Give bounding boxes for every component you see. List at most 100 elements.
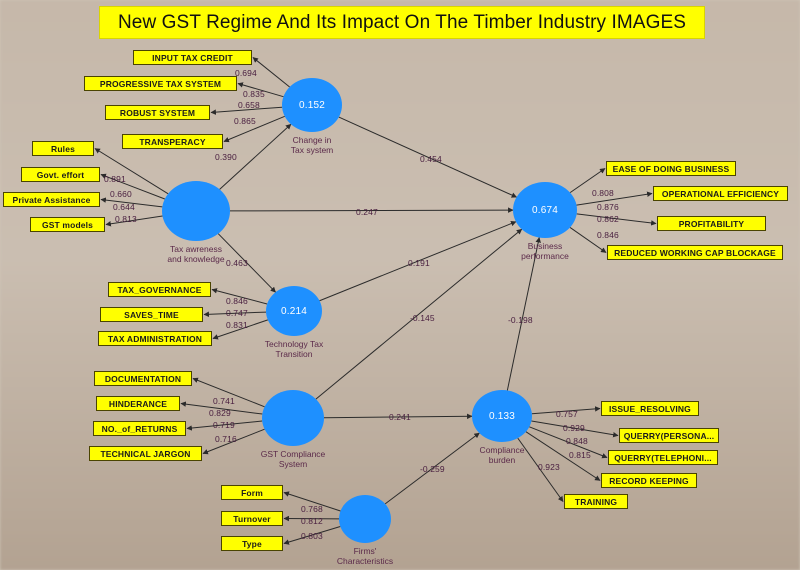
node-ellipse: 0.214 <box>266 286 322 336</box>
structural-edge-gst_compliance-to-compliance_burden <box>323 413 473 420</box>
structural-edge-tax_awareness-to-business_perf <box>229 207 514 213</box>
measurement-edge-business_perf-to-ease_of_doing_business <box>569 168 606 194</box>
structural-edge-tech_tax-to-business_perf <box>319 220 517 302</box>
indicator-type[interactable]: Type <box>221 536 283 551</box>
indicator-gst_models[interactable]: GST models <box>30 217 105 232</box>
measurement-edge-firms_char-to-form <box>283 491 341 512</box>
coefficient-c_0658: 0.658 <box>238 100 260 110</box>
measurement-edge-tax_awareness-to-gst_models <box>105 215 163 227</box>
measurement-edge-change_tax-to-input_tax_credit <box>252 57 290 88</box>
coefficient-c_0694: 0.694 <box>235 68 257 78</box>
measurement-edge-gst_compliance-to-technical_jargon <box>202 428 265 455</box>
coefficient-c_n0198: -0.198 <box>508 315 533 325</box>
coefficient-c_0454: 0.454 <box>420 154 442 164</box>
coefficient-c_0660: 0.660 <box>110 189 132 199</box>
coefficient-c_0808: 0.808 <box>592 188 614 198</box>
indicator-technical_jargon[interactable]: TECHNICAL JARGON <box>89 446 202 461</box>
indicator-form[interactable]: Form <box>221 485 283 500</box>
indicator-input_tax_credit[interactable]: INPUT TAX CREDIT <box>133 50 252 65</box>
measurement-edge-gst_compliance-to-no_of_returns <box>186 420 263 431</box>
measurement-edge-compliance_burden-to-training <box>517 437 564 502</box>
indicator-saves_time[interactable]: SAVES_TIME <box>100 307 203 322</box>
coefficient-c_0815: 0.815 <box>569 450 591 460</box>
indicator-turnover[interactable]: Turnover <box>221 511 283 526</box>
measurement-edge-business_perf-to-profitability <box>576 213 657 226</box>
latent-node-firms_char[interactable]: Firms'Characteristics <box>337 495 393 566</box>
indicator-no_of_returns[interactable]: NO._of_RETURNS <box>93 421 186 436</box>
coefficient-c_0241: 0.241 <box>389 412 411 422</box>
indicator-profitability[interactable]: PROFITABILITY <box>657 216 766 231</box>
node-label: Firms'Characteristics <box>336 546 394 566</box>
coefficient-c_0768: 0.768 <box>301 504 323 514</box>
measurement-edge-gst_compliance-to-documentation <box>192 377 265 408</box>
measurement-edge-tax_awareness-to-govt_effort <box>100 173 166 200</box>
indicator-issue_resolving[interactable]: ISSUE_RESOLVING <box>601 401 699 416</box>
coefficient-c_0803: 0.803 <box>301 531 323 541</box>
indicator-tax_administration[interactable]: TAX ADMINISTRATION <box>98 331 212 346</box>
measurement-edge-compliance_burden-to-issue_resolving <box>531 406 601 415</box>
indicator-robust_system[interactable]: ROBUST SYSTEM <box>105 105 210 120</box>
node-ellipse <box>339 495 391 543</box>
coefficient-c_0835: 0.835 <box>243 89 265 99</box>
measurement-edge-compliance_burden-to-record_keeping <box>525 431 601 481</box>
coefficient-c_0923: 0.923 <box>538 462 560 472</box>
measurement-edge-change_tax-to-transperacy <box>223 115 285 143</box>
measurement-edge-tax_awareness-to-private_assistance <box>100 197 163 208</box>
measurement-edge-firms_char-to-type <box>283 525 341 545</box>
indicator-tax_governance[interactable]: TAX_GOVERNANCE <box>108 282 211 297</box>
coefficient-c_0719: 0.719 <box>213 420 235 430</box>
coefficient-c_0813: 0.813 <box>115 214 137 224</box>
indicator-private_assistance[interactable]: Private Assistance <box>3 192 100 207</box>
structural-edge-gst_compliance-to-business_perf <box>315 228 523 400</box>
coefficient-c_0390: 0.390 <box>215 152 237 162</box>
coefficient-c_0191: 0.191 <box>408 258 430 268</box>
measurement-edge-change_tax-to-progressive_tax_system <box>237 82 284 98</box>
indicator-training[interactable]: TRAINING <box>564 494 628 509</box>
indicator-ease_of_doing_business[interactable]: EASE OF DOING BUSINESS <box>606 161 736 176</box>
coefficient-c_n0259: -0.259 <box>420 464 445 474</box>
measurement-edge-tax_awareness-to-rules <box>94 148 169 195</box>
structural-edge-tax_awareness-to-tech_tax <box>217 233 276 293</box>
indicator-documentation[interactable]: DOCUMENTATION <box>94 371 192 386</box>
indicator-govt_effort[interactable]: Govt. effort <box>21 167 100 182</box>
coefficient-c_0741: 0.741 <box>213 396 235 406</box>
coefficient-c_0829: 0.829 <box>209 408 231 418</box>
node-ellipse: 0.152 <box>282 78 342 132</box>
indicator-record_keeping[interactable]: RECORD KEEPING <box>601 473 697 488</box>
measurement-edge-business_perf-to-reduced_working_cap_blockage <box>569 227 607 253</box>
structural-edge-compliance_burden-to-business_perf <box>506 237 541 391</box>
indicator-progressive_tax_system[interactable]: PROGRESSIVE TAX SYSTEM <box>84 76 237 91</box>
indicator-querry_telephonic[interactable]: QUERRY(TELEPHONI... <box>608 450 718 465</box>
measurement-edge-tech_tax-to-tax_administration <box>212 319 268 340</box>
measurement-edge-change_tax-to-robust_system <box>210 106 283 115</box>
indicator-reduced_working_cap_blockage[interactable]: REDUCED WORKING CAP BLOCKAGE <box>607 245 783 260</box>
indicator-transperacy[interactable]: TRANSPERACY <box>122 134 223 149</box>
node-ellipse: 0.133 <box>472 390 532 442</box>
coefficient-c_0929: 0.929 <box>563 423 585 433</box>
measurement-edge-tech_tax-to-saves_time <box>203 311 267 318</box>
node-ellipse: 0.674 <box>513 182 577 238</box>
indicator-querry_personal[interactable]: QUERRY(PERSONA... <box>619 428 719 443</box>
structural-edge-change_tax-to-business_perf <box>338 116 518 198</box>
coefficient-c_0644: 0.644 <box>113 202 135 212</box>
coefficient-c_0463: 0.463 <box>226 258 248 268</box>
measurement-edge-gst_compliance-to-hinderance <box>180 401 263 415</box>
indicator-hinderance[interactable]: HINDERANCE <box>96 396 180 411</box>
measurement-edge-compliance_burden-to-querry_personal <box>531 420 619 438</box>
indicator-rules[interactable]: Rules <box>32 141 94 156</box>
indicator-operational_efficiency[interactable]: OPERATIONAL EFFICIENCY <box>653 186 788 201</box>
